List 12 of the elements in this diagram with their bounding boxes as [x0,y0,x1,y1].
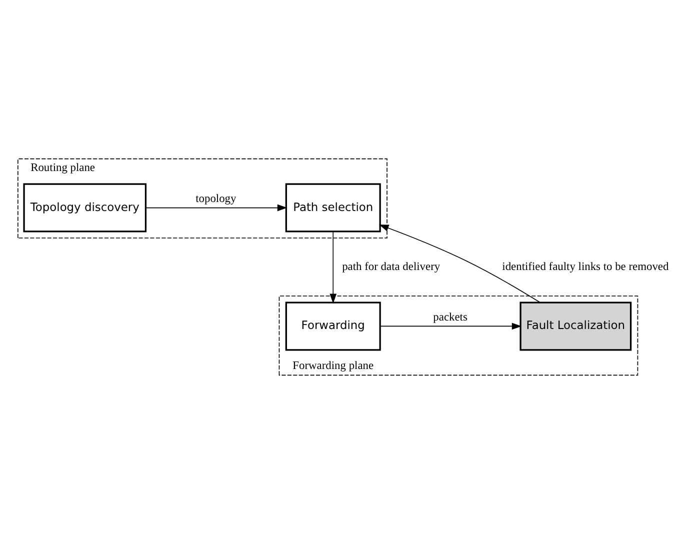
arrow [146,204,288,211]
arrow [380,322,522,330]
node-box: Topology discovery [23,182,147,232]
arrow [378,224,540,302]
edge-label: packets [433,311,468,324]
edge-label: topology [196,192,236,205]
node-box: Path selection [285,182,381,232]
edge-label: identified faulty links to be removed [502,260,669,273]
edge-label: path for data delivery [342,260,440,273]
arrow [330,230,337,304]
node-box: Forwarding [285,301,381,350]
node-box: Fault Localization [520,301,632,350]
